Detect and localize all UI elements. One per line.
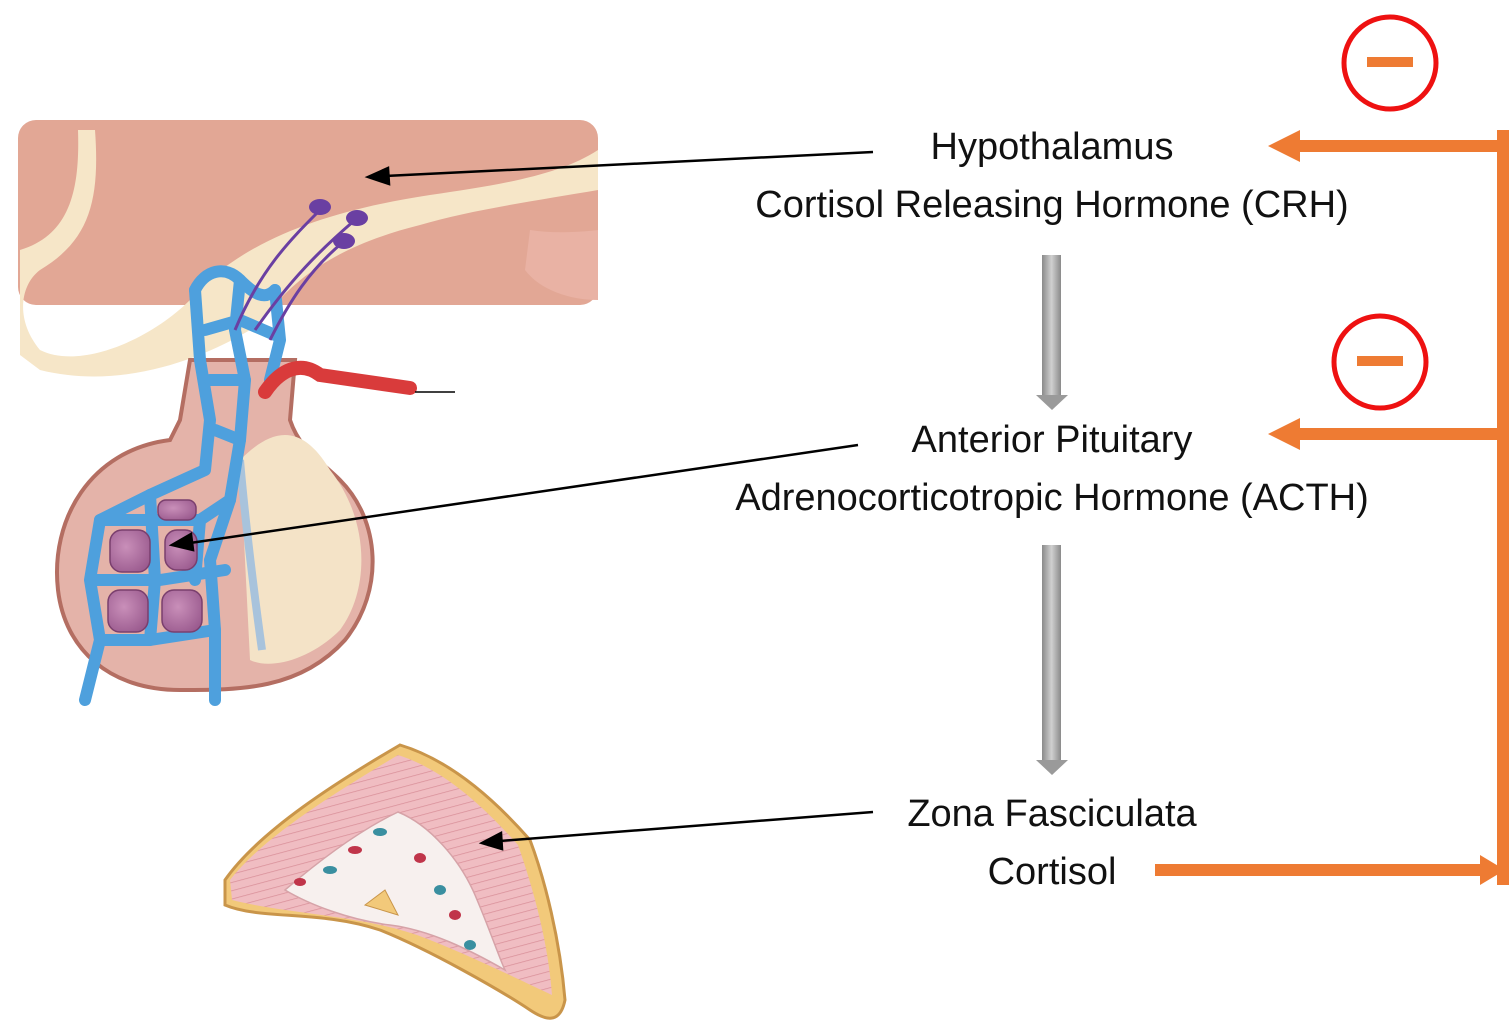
cortisol-label: Cortisol — [652, 850, 1452, 896]
flow-arrow-hypothalamus-to-pituitary — [1036, 255, 1068, 410]
zona-fasciculata-label: Zona Fasciculata — [652, 792, 1452, 838]
anterior-pituitary-label: Anterior Pituitary — [652, 418, 1452, 464]
flow-arrow-pituitary-to-adrenal — [1036, 545, 1068, 775]
hypothalamus-pituitary-illustration — [18, 120, 598, 700]
minus-circle-icon — [1344, 17, 1436, 109]
acth-label: Adrenocorticotropic Hormone (ACTH) — [652, 476, 1452, 522]
feedback-vertical-line — [1497, 130, 1509, 885]
hypothalamus-label: Hypothalamus — [652, 125, 1452, 171]
minus-circle-icon — [1334, 316, 1426, 408]
crh-label: Cortisol Releasing Hormone (CRH) — [652, 183, 1452, 229]
adrenal-gland-illustration — [225, 745, 565, 1018]
